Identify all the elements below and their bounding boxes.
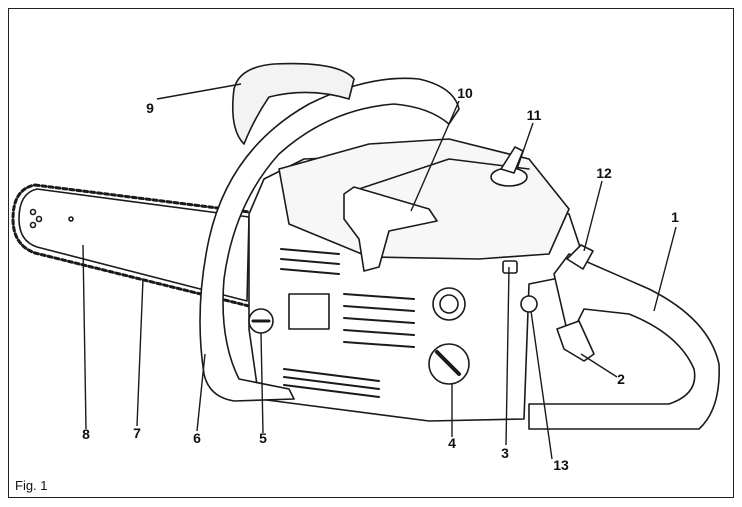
callout-9: 9 — [146, 100, 154, 116]
bar-nose-rivet-2 — [35, 215, 43, 223]
guide-bar-group — [11, 183, 251, 308]
rear-handle — [528, 253, 720, 430]
decompression-valve — [566, 244, 594, 270]
callout-3: 3 — [501, 445, 509, 461]
starter-handle — [343, 186, 438, 272]
callout-8: 8 — [82, 426, 90, 442]
callout-10: 10 — [457, 85, 473, 101]
leader-11 — [516, 122, 534, 170]
leader-3 — [505, 266, 510, 446]
leader-9 — [156, 83, 242, 100]
leader-1 — [653, 226, 677, 312]
leader-5 — [260, 332, 264, 434]
leader-8 — [82, 244, 87, 430]
stop-switch — [502, 260, 518, 274]
callout-2: 2 — [617, 371, 625, 387]
vent-grille — [280, 248, 415, 398]
throttle-lock — [520, 295, 538, 313]
callout-1: 1 — [671, 209, 679, 225]
chain-brake-guard — [231, 62, 355, 145]
callout-5: 5 — [259, 430, 267, 446]
chainsaw-illustration — [11, 62, 720, 460]
callout-11: 11 — [526, 107, 542, 123]
leader-6 — [196, 353, 206, 432]
guide-bar — [18, 188, 250, 302]
figure-caption: Fig. 1 — [15, 478, 48, 493]
throttle-trigger — [556, 320, 595, 362]
callout-6: 6 — [193, 430, 201, 446]
bar-nose-rivet-3 — [29, 221, 37, 229]
oil-cap-grip — [435, 350, 461, 376]
callout-7: 7 — [133, 425, 141, 441]
saw-chain — [11, 183, 251, 308]
callout-12: 12 — [596, 165, 612, 181]
figure-frame: 1 2 3 4 5 6 7 8 9 10 11 12 13 Fig. 1 — [8, 8, 734, 498]
callout-4: 4 — [448, 435, 456, 451]
leader-lines — [82, 83, 677, 460]
leader-13 — [530, 310, 553, 460]
bar-nose-rivet-1 — [29, 208, 37, 216]
leader-2 — [580, 353, 618, 378]
leader-12 — [583, 180, 603, 252]
front-handle — [199, 77, 460, 402]
leader-10 — [410, 100, 460, 212]
bar-hole — [68, 216, 74, 222]
leader-7 — [136, 278, 144, 427]
fuel-cap-inner — [439, 294, 459, 314]
callout-13: 13 — [553, 457, 569, 473]
